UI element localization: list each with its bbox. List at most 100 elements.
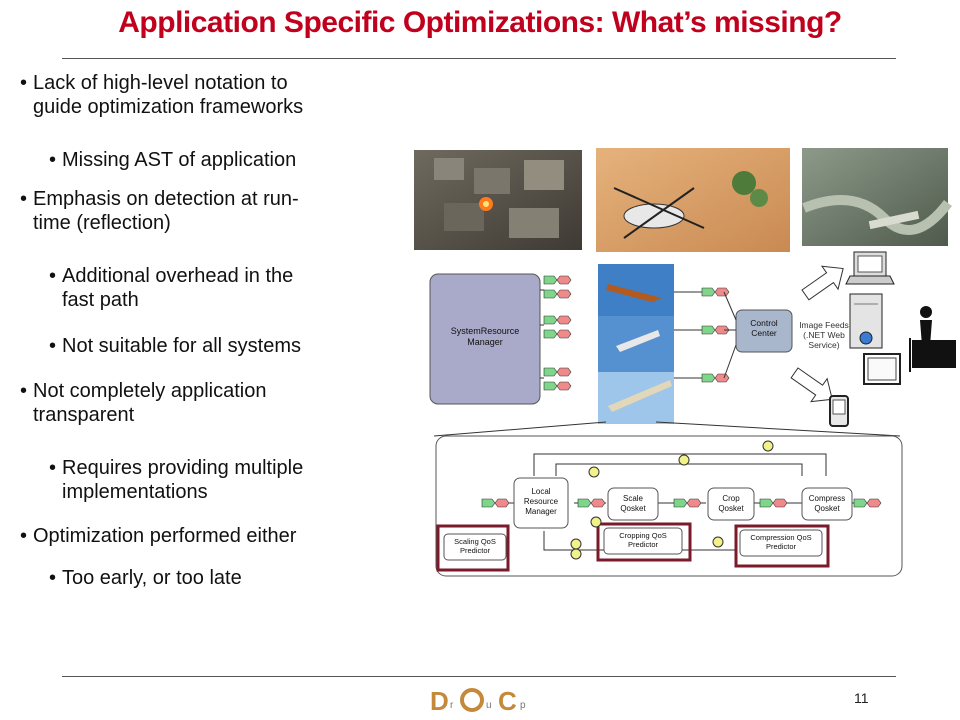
- bullet-text-line: Lack of high-level notation to: [33, 72, 288, 94]
- socket-connector: [570, 548, 582, 560]
- port-connector: [543, 329, 572, 339]
- uav-image-3: [598, 372, 674, 424]
- monitor-icon: [863, 353, 901, 385]
- port-connector: [701, 287, 730, 297]
- bullet-text-line: time (reflection): [33, 212, 171, 234]
- bullet-text-line: Additional overhead in the: [62, 265, 294, 287]
- bullet-text-line: Emphasis on detection at run-: [33, 188, 299, 210]
- compress-qosket-box: [801, 487, 853, 521]
- city-fire-photo: [414, 150, 582, 250]
- svg-text:u: u: [486, 700, 492, 711]
- compression-predictor-highlight: [734, 524, 830, 568]
- port-connector: [759, 498, 788, 508]
- bullet-text-line: Missing AST of application: [62, 149, 297, 171]
- bullet-dot: •: [49, 335, 57, 357]
- bullet-dot: •: [20, 188, 28, 210]
- bullet-item: •Emphasis on detection at run-time (refl…: [20, 187, 400, 235]
- socket-connector: [590, 516, 602, 528]
- bullet-text-line: Optimization performed either: [33, 525, 297, 547]
- port-connector: [577, 498, 606, 508]
- bullet-text-line: guide optimization frameworks: [33, 96, 304, 118]
- title-divider: [62, 58, 896, 59]
- bullet-item: •Optimization performed either: [20, 524, 400, 548]
- bullet-text-line: Requires providing multiple: [62, 457, 304, 479]
- bullet-item: •Missing AST of application: [49, 148, 400, 172]
- bullet-dot: •: [49, 457, 57, 479]
- svg-text:D: D: [430, 686, 449, 716]
- bullet-dot: •: [49, 149, 57, 171]
- bullet-dot: •: [49, 567, 57, 589]
- bullet-item: •Not suitable for all systems: [49, 334, 400, 358]
- bullet-text-line: Too early, or too late: [62, 567, 242, 589]
- helicopter-photo: [596, 148, 790, 252]
- socket-connector: [762, 440, 774, 452]
- system-resource-manager-box: [429, 273, 541, 405]
- local-resource-manager-box: [513, 477, 569, 529]
- laptop-icon: [845, 251, 895, 285]
- arrow-down-icon: [790, 367, 833, 403]
- scaling-predictor-box: [443, 533, 507, 561]
- control-center-box: [735, 309, 793, 353]
- footer-divider: [62, 676, 896, 677]
- cropping-predictor-highlight: [596, 522, 692, 562]
- bullet-dot: •: [20, 72, 28, 94]
- bullet-text-line: Not completely application: [33, 380, 267, 402]
- port-connector: [543, 367, 572, 377]
- uav-image-2: [598, 316, 674, 372]
- bullet-text-line: Not suitable for all systems: [62, 335, 301, 357]
- bullet-item: •Too early, or too late: [49, 566, 400, 590]
- bullet-text-line: implementations: [62, 481, 208, 503]
- person-at-desk-icon: [909, 306, 956, 372]
- bullet-text-line: transparent: [33, 404, 135, 426]
- doc-group-logo: D r u C p: [430, 686, 526, 716]
- port-connector: [481, 498, 510, 508]
- bullet-dot: •: [20, 525, 28, 547]
- port-connector: [701, 373, 730, 383]
- compression-predictor-box: [739, 529, 823, 557]
- svg-text:p: p: [520, 700, 526, 711]
- port-connector: [543, 289, 572, 299]
- arrow-up-icon: [801, 265, 844, 301]
- cropping-predictor-box: [603, 527, 683, 555]
- svg-text:C: C: [498, 686, 517, 716]
- bullet-text-line: fast path: [62, 289, 139, 311]
- bullet-dot: •: [49, 265, 57, 287]
- socket-connector: [588, 466, 600, 478]
- scaling-predictor-highlight: [436, 524, 510, 572]
- server-icon: [849, 293, 883, 349]
- port-connector: [543, 381, 572, 391]
- port-connector: [543, 275, 572, 285]
- svg-text:r: r: [450, 700, 454, 711]
- port-connector: [673, 498, 702, 508]
- port-connector: [543, 315, 572, 325]
- pda-icon: [829, 395, 849, 427]
- uav-image-1: [598, 264, 674, 316]
- bullet-dot: •: [20, 380, 28, 402]
- page-number: 11: [854, 690, 869, 706]
- socket-connector: [712, 536, 724, 548]
- port-connector: [853, 498, 882, 508]
- flood-photo: [802, 148, 952, 246]
- scale-qosket-box: [607, 487, 659, 521]
- slide-title: Application Specific Optimizations: What…: [118, 6, 842, 39]
- port-connector: [701, 325, 730, 335]
- socket-connector: [570, 538, 582, 550]
- socket-connector: [678, 454, 690, 466]
- photo-strip: [414, 148, 952, 252]
